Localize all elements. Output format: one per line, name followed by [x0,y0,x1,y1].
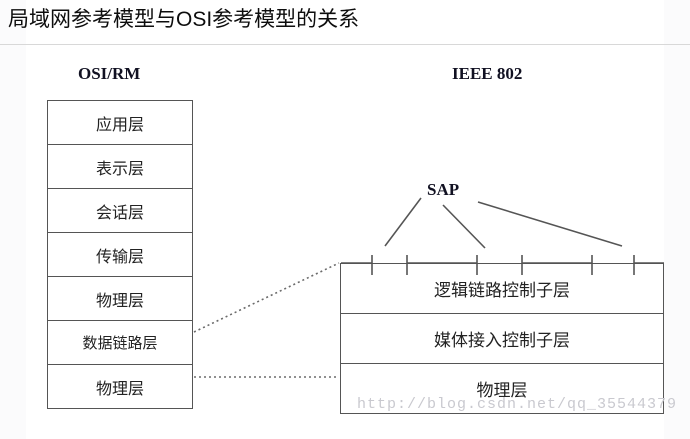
ieee-layer-box: 逻辑链路控制子层 [341,264,663,314]
osi-layer-box: 会话层 [48,189,192,233]
ieee-layer-box: 媒体接入控制子层 [341,314,663,364]
osi-column-header: OSI/RM [78,64,141,83]
page-edge-band-left [0,0,26,439]
osi-layer-box: 数据链路层 [48,321,192,365]
sap-leader-line-1 [384,197,422,247]
sap-leader-line-3 [477,201,623,247]
osi-layer-box: 物理层 [48,365,192,409]
page-edge-band-right [664,0,690,439]
osi-layer-box: 传输层 [48,233,192,277]
title-divider [0,44,690,45]
ieee-layer-box: 物理层 [341,364,663,414]
osi-layer-stack: 应用层 表示层 会话层 传输层 物理层 数据链路层 物理层 [47,100,193,409]
osi-layer-box: 表示层 [48,145,192,189]
sap-label: SAP [427,180,460,199]
ieee-layer-stack: 逻辑链路控制子层 媒体接入控制子层 物理层 [340,263,664,414]
watermark-text: http://blog.csdn.net/qq_35544379 [357,396,678,413]
osi-layer-box: 应用层 [48,101,192,145]
sap-leader-line-2 [442,204,486,249]
page-title: 局域网参考模型与OSI参考模型的关系 [8,8,360,31]
mapping-line-datalink [193,262,340,333]
ieee-column-header: IEEE 802 [452,64,523,83]
osi-layer-box: 物理层 [48,277,192,321]
